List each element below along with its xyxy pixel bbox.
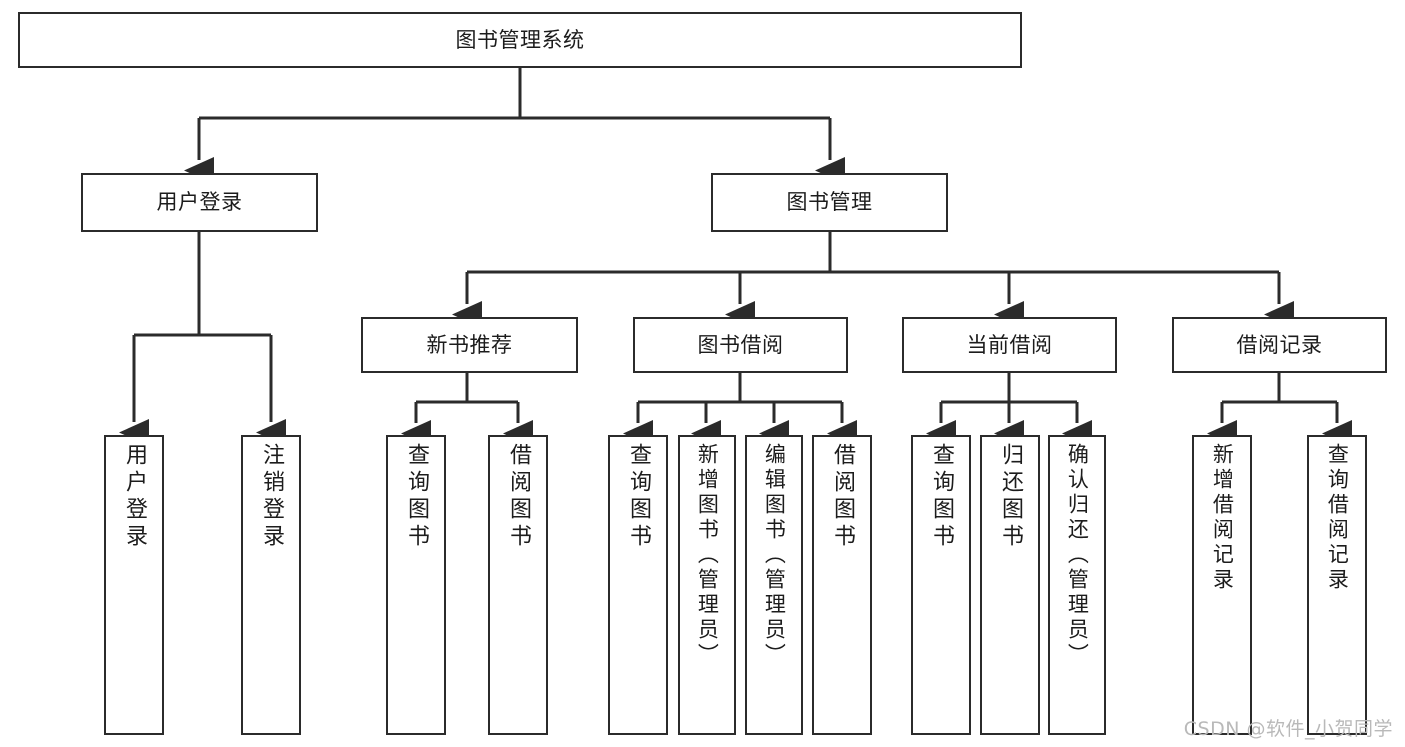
leaf-current-borrow-confirm-return-admin[interactable]: 确认归还（管理员） bbox=[1048, 435, 1106, 735]
node-label: 查询借阅记录 bbox=[1325, 443, 1350, 593]
node-label: 查询图书 bbox=[625, 443, 651, 551]
watermark-text: CSDN @软件_小贺同学 bbox=[1183, 718, 1393, 740]
node-label: 用户登录 bbox=[156, 190, 243, 215]
node-user-login[interactable]: 用户登录 bbox=[81, 173, 318, 232]
leaf-user-login-login[interactable]: 用户登录 bbox=[104, 435, 164, 735]
node-current-borrow[interactable]: 当前借阅 bbox=[902, 317, 1117, 373]
node-label: 查询图书 bbox=[928, 443, 954, 551]
node-borrow-records[interactable]: 借阅记录 bbox=[1172, 317, 1387, 373]
node-label: 借阅记录 bbox=[1236, 332, 1323, 357]
leaf-user-login-logout[interactable]: 注销登录 bbox=[241, 435, 301, 735]
node-label: 图书借阅 bbox=[697, 332, 784, 357]
leaf-new-book-query-book[interactable]: 查询图书 bbox=[386, 435, 446, 735]
leaf-records-add-borrow-record[interactable]: 新增借阅记录 bbox=[1192, 435, 1252, 735]
node-label: 注销登录 bbox=[258, 443, 284, 551]
node-label: 确认归还（管理员） bbox=[1065, 443, 1090, 668]
node-label: 新书推荐 bbox=[426, 332, 513, 357]
node-label: 图书管理 bbox=[786, 190, 873, 215]
node-root-book-management-system[interactable]: 图书管理系统 bbox=[18, 12, 1022, 68]
node-label: 编辑图书（管理员） bbox=[762, 443, 787, 668]
node-label: 归还图书 bbox=[997, 443, 1023, 551]
leaf-book-borrow-add-book-admin[interactable]: 新增图书（管理员） bbox=[678, 435, 736, 735]
node-label: 借阅图书 bbox=[829, 443, 855, 551]
node-label: 借阅图书 bbox=[505, 443, 531, 551]
node-new-book-recommend[interactable]: 新书推荐 bbox=[361, 317, 578, 373]
node-label: 用户登录 bbox=[121, 443, 147, 551]
node-label: 新增图书（管理员） bbox=[695, 443, 720, 668]
leaf-records-query-borrow-record[interactable]: 查询借阅记录 bbox=[1307, 435, 1367, 735]
leaf-current-borrow-return-book[interactable]: 归还图书 bbox=[980, 435, 1040, 735]
leaf-book-borrow-edit-book-admin[interactable]: 编辑图书（管理员） bbox=[745, 435, 803, 735]
node-label: 当前借阅 bbox=[966, 332, 1053, 357]
node-label: 查询图书 bbox=[403, 443, 429, 551]
node-label: 图书管理系统 bbox=[455, 27, 585, 52]
node-book-borrow[interactable]: 图书借阅 bbox=[633, 317, 848, 373]
leaf-new-book-borrow-book[interactable]: 借阅图书 bbox=[488, 435, 548, 735]
leaf-book-borrow-query-book[interactable]: 查询图书 bbox=[608, 435, 668, 735]
node-book-management[interactable]: 图书管理 bbox=[711, 173, 948, 232]
leaf-current-borrow-query-book[interactable]: 查询图书 bbox=[911, 435, 971, 735]
leaf-book-borrow-borrow-book[interactable]: 借阅图书 bbox=[812, 435, 872, 735]
node-label: 新增借阅记录 bbox=[1210, 443, 1235, 593]
